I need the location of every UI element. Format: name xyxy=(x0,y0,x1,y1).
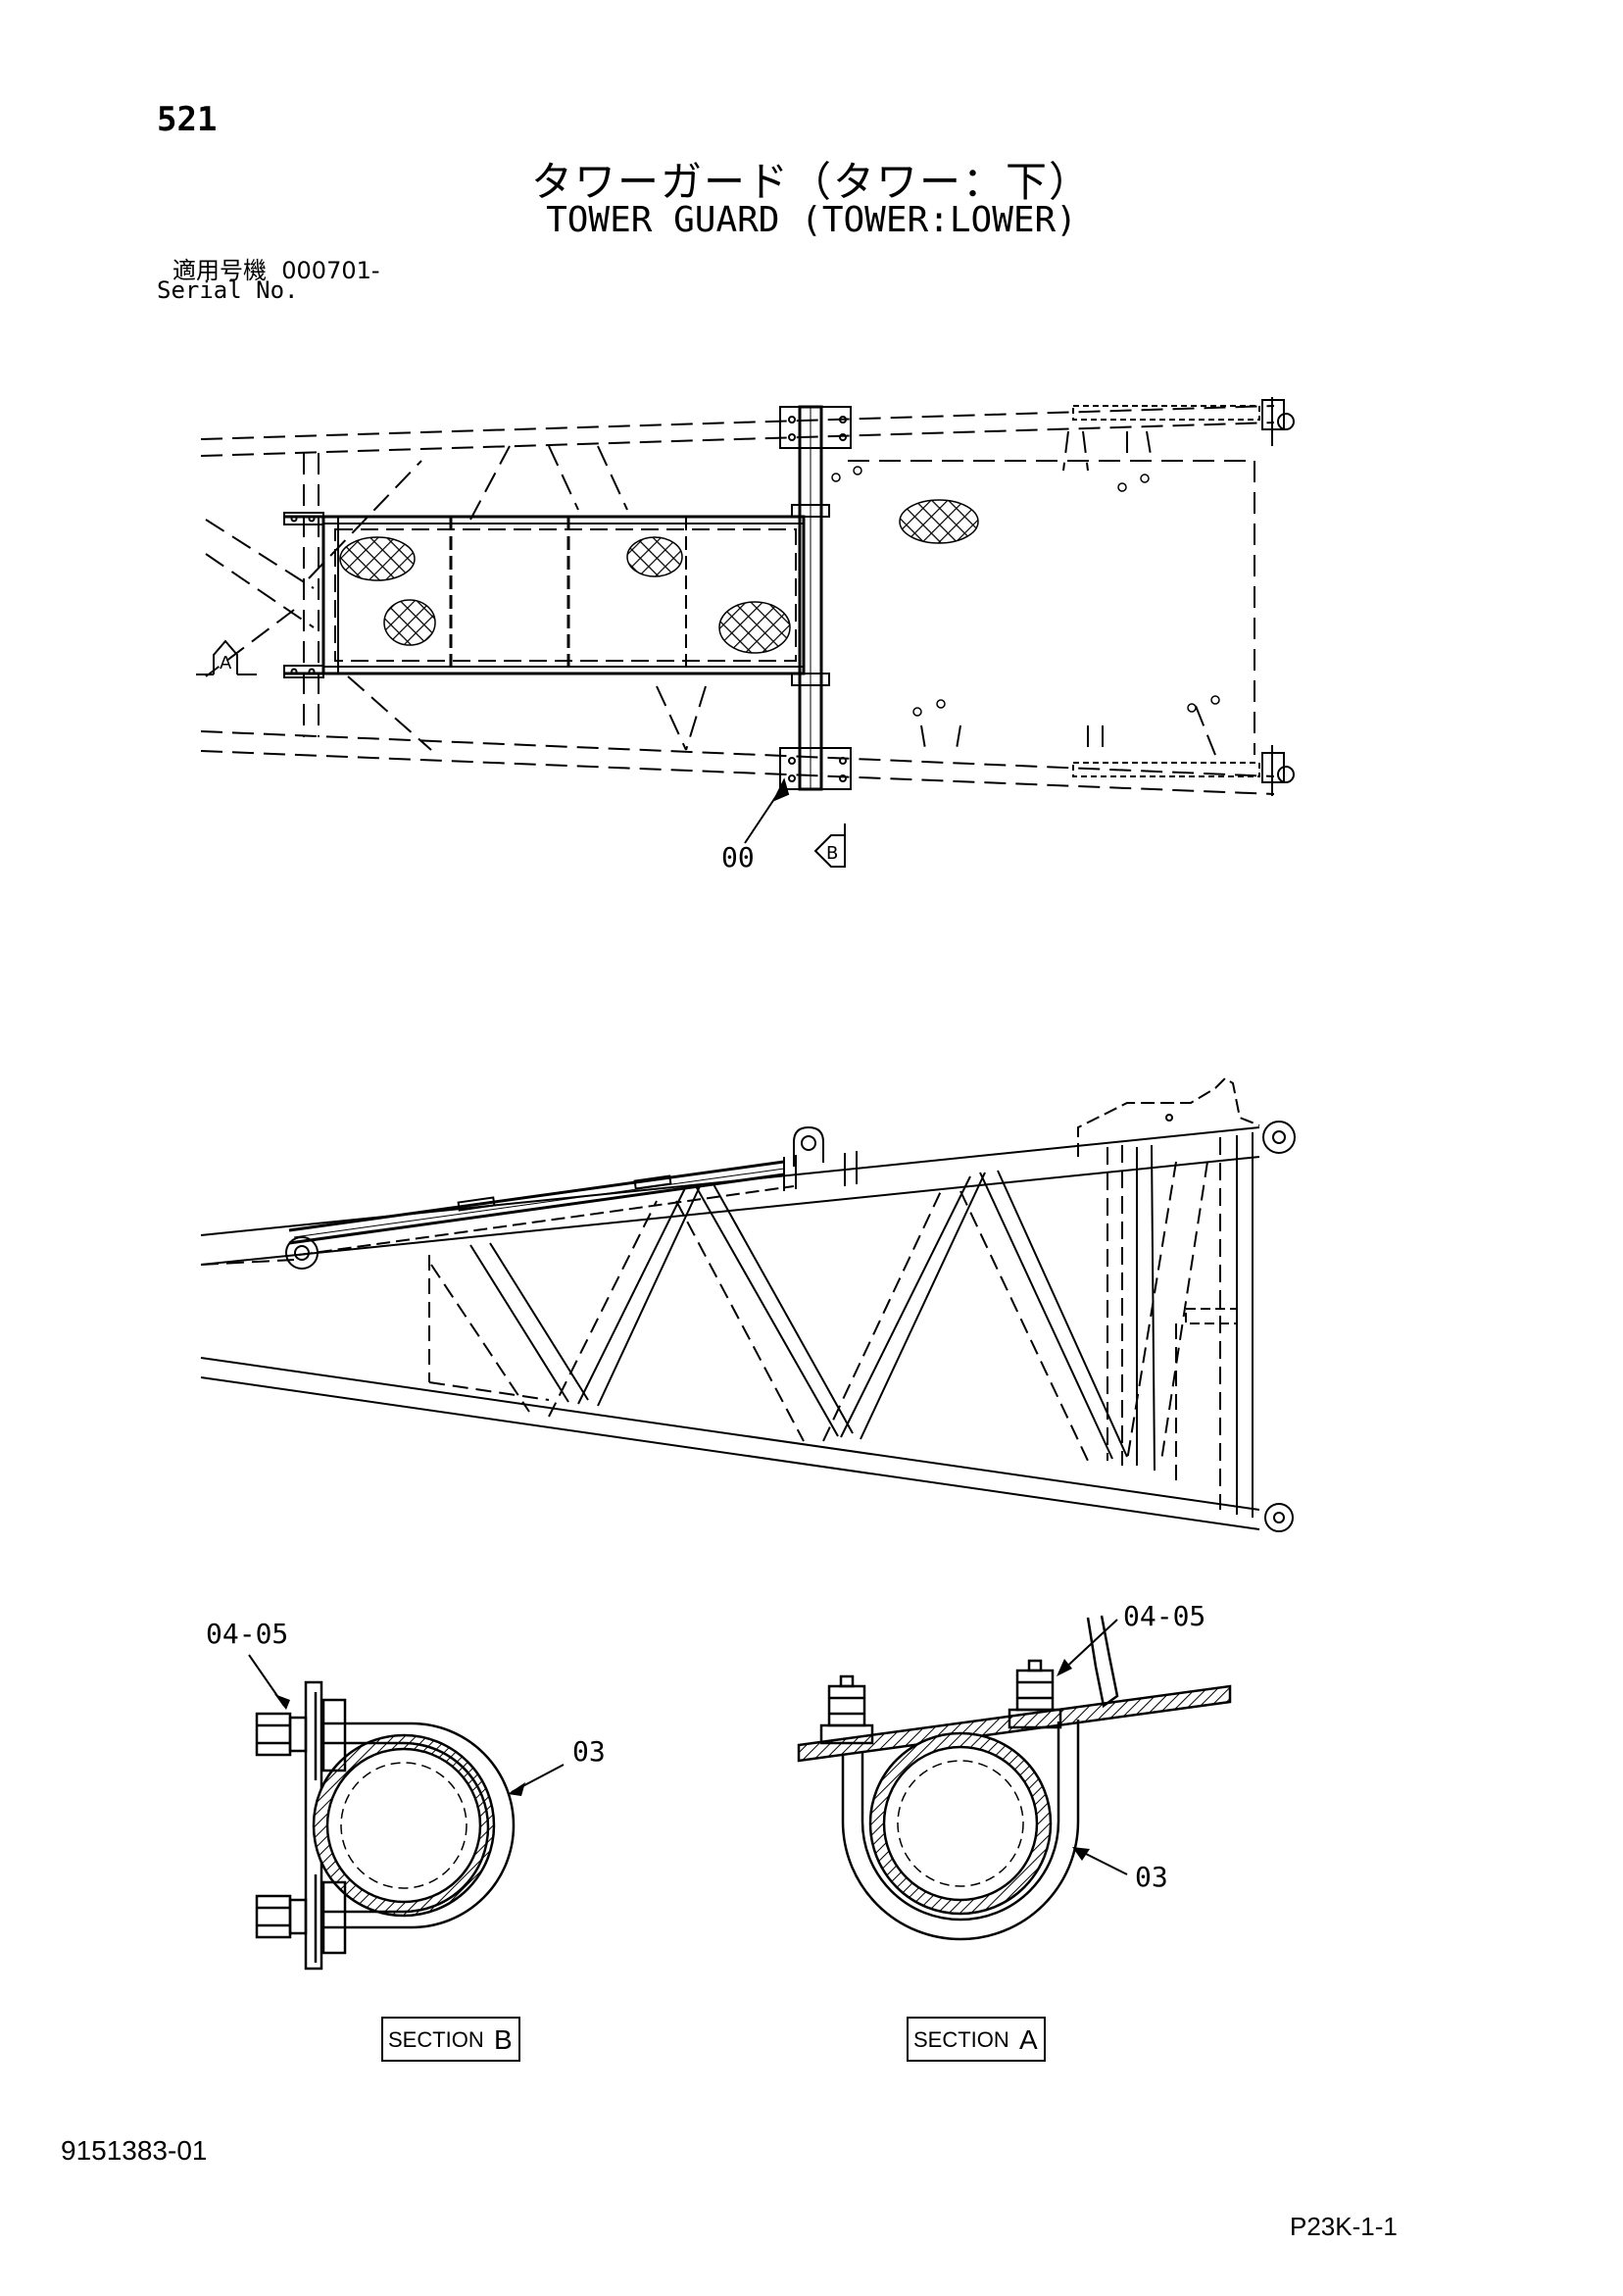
callout-00: 00 xyxy=(721,841,755,873)
section-b-label: SECTION B xyxy=(381,2017,520,2062)
sheet-code: P23K-1-1 xyxy=(1290,2212,1398,2241)
callout-a-bolt: 04-05 xyxy=(1123,1600,1205,1632)
serial-line-japanese: 適用号機 000701- xyxy=(172,251,380,285)
document-number: 9151383-01 xyxy=(61,2135,208,2166)
leader-00 xyxy=(744,777,790,844)
arrowhead-a-clamp xyxy=(1072,1847,1090,1861)
arrowhead-a-bolt xyxy=(1057,1659,1072,1676)
view-arrow-a: A xyxy=(196,639,257,675)
view-arrow-a-letter: A xyxy=(220,653,232,674)
view-arrow-b-letter: B xyxy=(826,843,838,864)
section-a-letter: A xyxy=(1019,2024,1038,2055)
section-b-word: SECTION xyxy=(388,2027,484,2052)
mesh-patches xyxy=(339,499,979,654)
title-english: TOWER GUARD (TOWER:LOWER) xyxy=(546,200,1077,240)
section-b-detail xyxy=(248,1654,565,1971)
callout-b-clamp: 03 xyxy=(572,1735,606,1768)
side-view xyxy=(200,1076,1296,1532)
arrowhead-b-clamp xyxy=(508,1782,525,1796)
section-a-detail xyxy=(797,1615,1232,1941)
page-number: 521 xyxy=(157,100,218,139)
top-view xyxy=(200,397,1295,796)
serial-label-english: Serial No. xyxy=(157,276,299,304)
view-arrow-b: B xyxy=(813,824,846,868)
section-b-letter: B xyxy=(494,2024,513,2055)
callout-a-clamp: 03 xyxy=(1135,1861,1168,1893)
section-a-label: SECTION A xyxy=(907,2017,1046,2062)
title-japanese: タワーガード（タワー：下） xyxy=(530,158,1092,206)
section-a-word: SECTION xyxy=(913,2027,1009,2052)
arrowhead-b-bolt xyxy=(274,1694,290,1710)
serial-value: 000701- xyxy=(281,257,380,284)
serial-label-jp: 適用号機 xyxy=(172,257,267,284)
callout-b-bolt: 04-05 xyxy=(206,1618,288,1650)
